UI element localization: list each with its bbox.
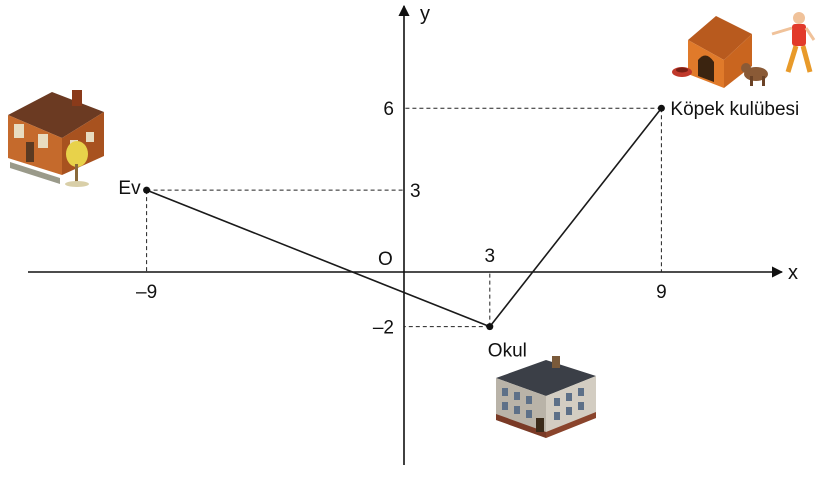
point-kopek [657, 104, 665, 112]
point-label-ev: Ev [118, 178, 141, 199]
y-tick-label: 6 [383, 99, 394, 120]
y-tick-label: –2 [373, 318, 394, 339]
origin-label: O [378, 249, 393, 270]
y-tick-label: 3 [410, 181, 421, 202]
point-ev [143, 186, 151, 194]
x-tick-label: –9 [136, 282, 157, 303]
doghouse-icon [672, 12, 816, 88]
route-path [146, 107, 663, 328]
x-tick-label: 9 [656, 282, 667, 303]
x-tick-label: 3 [485, 246, 496, 267]
school-building-icon [496, 356, 596, 438]
house-icon [8, 90, 104, 187]
point-okul [486, 323, 494, 331]
tick-labels: –9 3 9 6 3 –2 [136, 99, 667, 338]
path-segment-ev-okul [146, 189, 491, 328]
x-axis-label: x [788, 262, 798, 284]
point-label-okul: Okul [488, 341, 527, 362]
y-axis-label: y [420, 3, 430, 25]
guide-lines [146, 107, 662, 328]
path-segment-okul-kopek [489, 107, 663, 328]
point-label-kopek: Köpek kulübesi [670, 99, 799, 120]
